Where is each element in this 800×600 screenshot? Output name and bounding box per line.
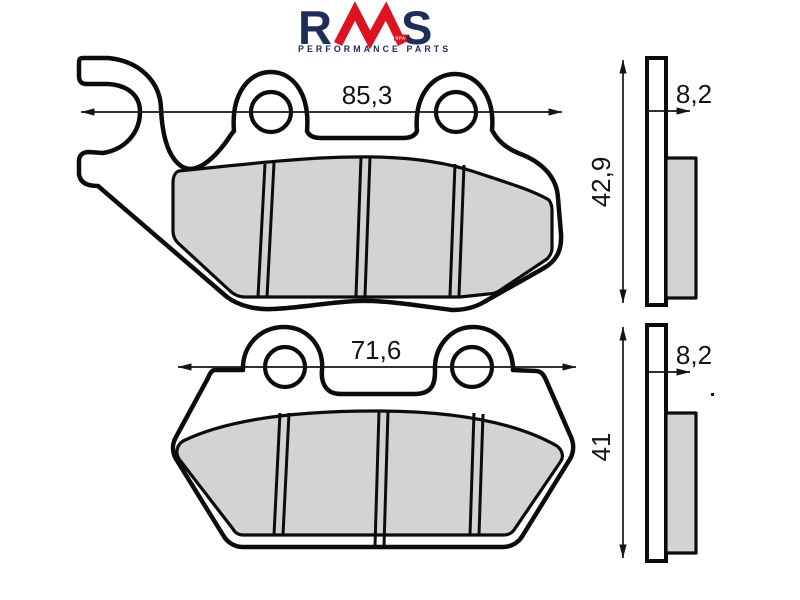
- logo-letter-r: R: [298, 1, 332, 54]
- front-pad-side-friction: [664, 156, 698, 300]
- logo-letter-m: [333, 1, 407, 50]
- logo-letter-s: S: [401, 1, 432, 54]
- front-pad-side-view: 42,9 8,2: [586, 56, 712, 307]
- spa-badge-background: [394, 34, 407, 41]
- front-pad-thickness-dimension-label: 8,2: [676, 79, 712, 109]
- stray-dot-mark: [711, 393, 714, 396]
- front-pad-grooves: [256, 156, 466, 298]
- front-pad-width-dimension-label: 85,3: [342, 80, 393, 110]
- front-pad-friction-material: [171, 155, 554, 299]
- rear-pad-thickness-dimension-label: 8,2: [676, 340, 712, 370]
- front-pad-side-backplate: [645, 56, 668, 307]
- front-pad-view: 85,3: [76, 55, 564, 313]
- spa-badge: SPA: [394, 34, 407, 41]
- rms-logo: R S SPA PERFORMANCE PARTS: [298, 1, 451, 54]
- rear-pad-height-dimension-label: 41: [586, 433, 616, 462]
- rear-pad-side-backplate: [645, 323, 668, 563]
- logo-tagline: PERFORMANCE PARTS: [298, 44, 451, 54]
- front-pad-height-dimension-label: 42,9: [586, 157, 616, 208]
- rear-pad-grooves: [272, 410, 485, 547]
- rear-pad-side-view: 41 8,2: [586, 323, 714, 563]
- rear-pad-view: 71,6: [170, 324, 577, 550]
- rear-pad-friction-material: [175, 409, 564, 537]
- rear-pad-side-friction: [664, 411, 698, 555]
- rear-pad-width-dimension-label: 71,6: [351, 335, 402, 365]
- spa-badge-text: SPA: [395, 35, 406, 40]
